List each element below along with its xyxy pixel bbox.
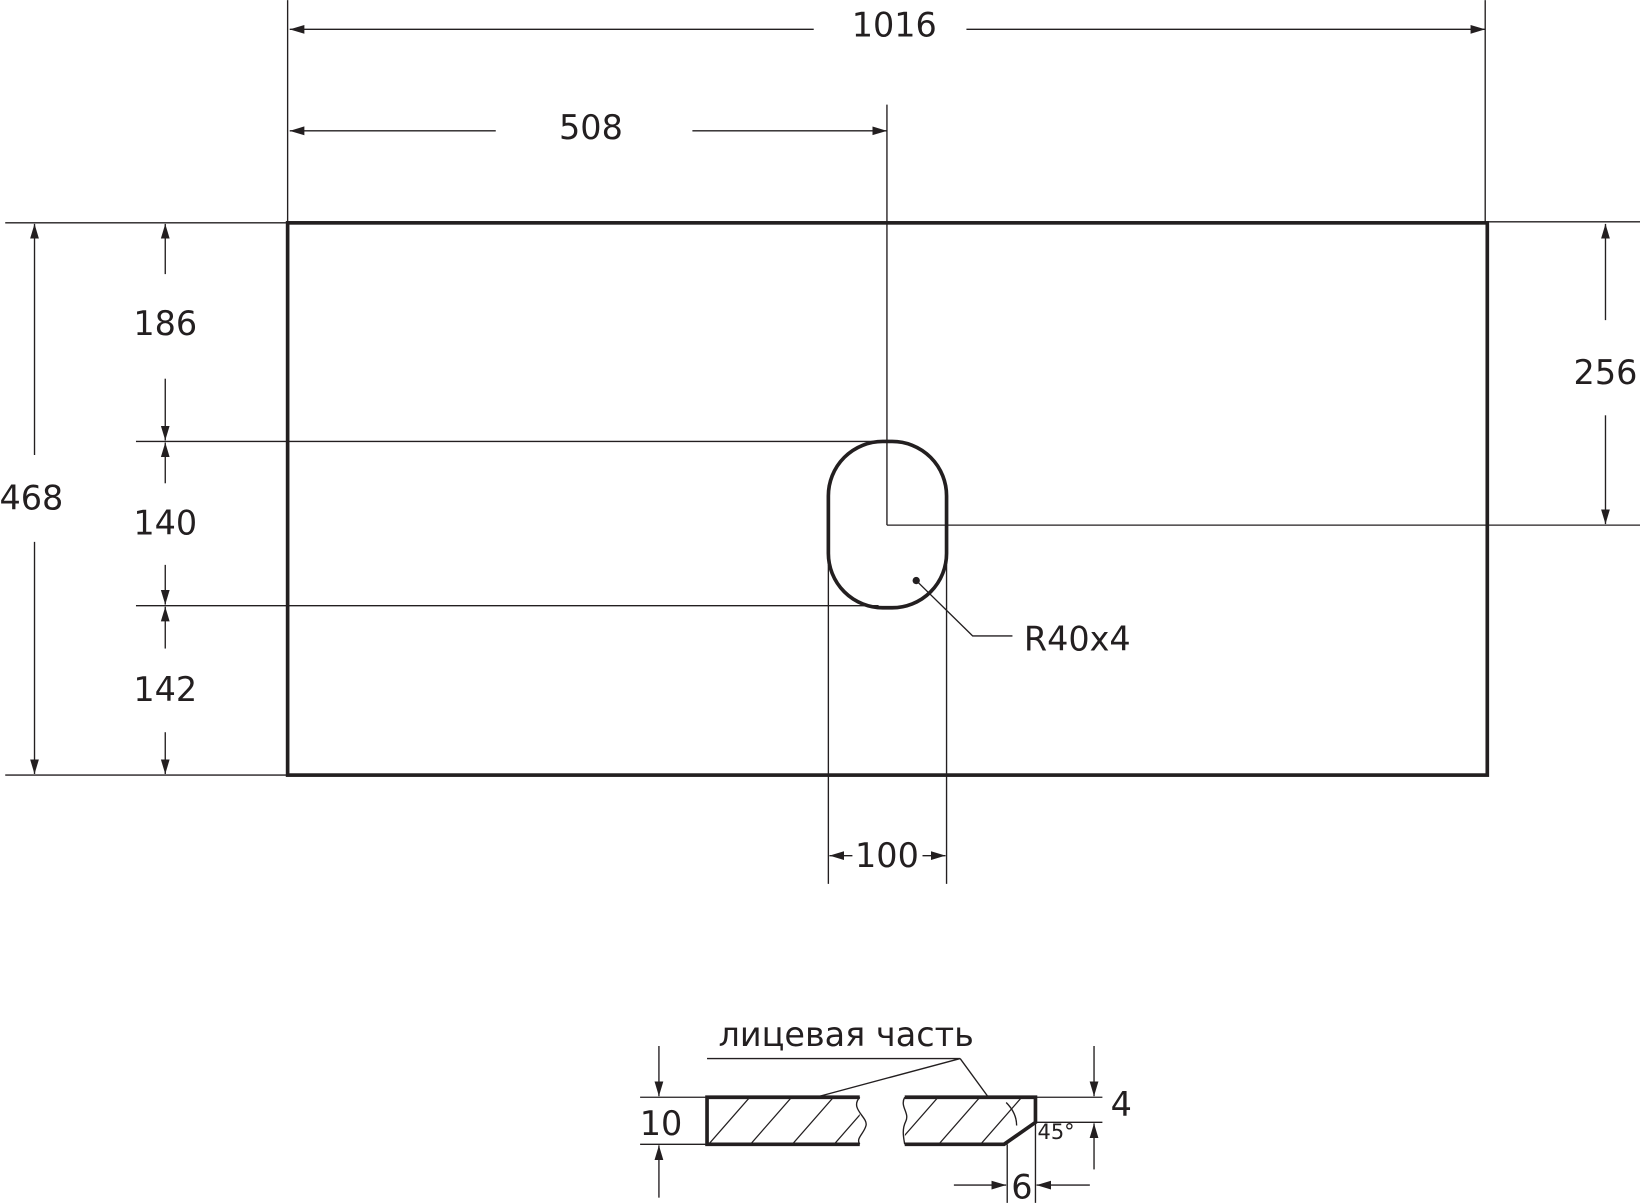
- dim-256-label: 256: [1574, 353, 1638, 392]
- edge-section-detail: лицевая часть 10 4 45°: [640, 1015, 1132, 1204]
- dimension-right-offset: 256: [1574, 223, 1638, 525]
- chamfer-height-label: 4: [1111, 1085, 1132, 1124]
- radius-callout: R40x4: [912, 576, 1131, 659]
- dim-508-label: 508: [559, 108, 623, 147]
- dimension-top-to-slot: 186: [133, 223, 197, 441]
- dim-1016-label: 1016: [852, 6, 937, 45]
- thickness-label: 10: [640, 1104, 683, 1143]
- dimension-slot-to-bottom: 142: [133, 606, 197, 775]
- dimension-slot-height: 140: [133, 442, 197, 605]
- dim-186-label: 186: [133, 304, 197, 343]
- dimension-half-width: 508: [289, 108, 887, 147]
- face-side-label: лицевая часть: [718, 1015, 973, 1054]
- dim-140-label: 140: [133, 504, 197, 543]
- dim-100-label: 100: [855, 836, 919, 875]
- dim-468-label: 468: [0, 478, 63, 517]
- section-left-piece: [705, 1095, 860, 1147]
- chamfer-angle-label: 45°: [1038, 1120, 1075, 1144]
- dimension-overall-depth: 468: [0, 223, 63, 775]
- dimension-overall-width: 1016: [289, 6, 1486, 45]
- dimension-slot-width: 100: [829, 836, 946, 875]
- chamfer-width-label: 6: [1011, 1168, 1032, 1204]
- dim-142-label: 142: [133, 670, 197, 709]
- extension-lines: [5, 0, 1640, 884]
- radius-label: R40x4: [1024, 620, 1131, 659]
